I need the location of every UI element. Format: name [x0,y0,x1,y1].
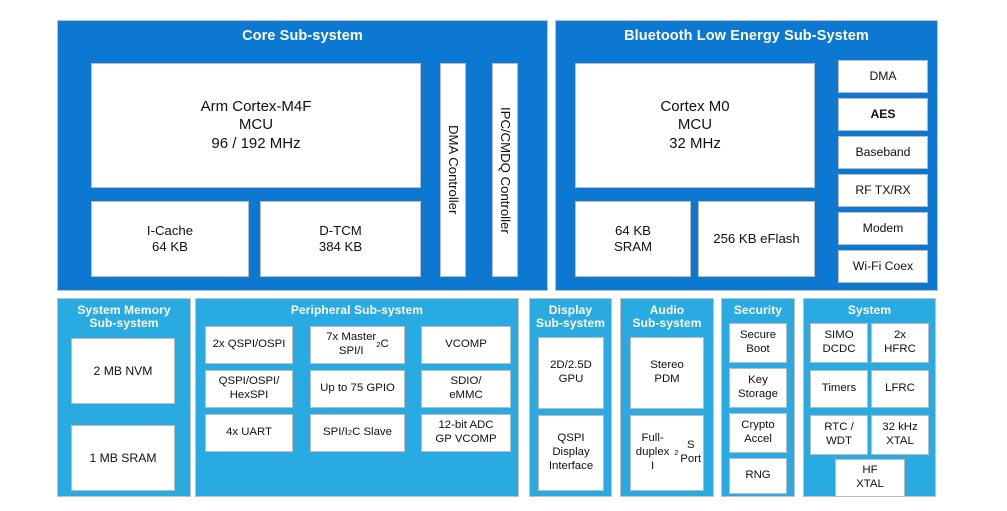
system-hfrc-block: 2x HFRC [871,323,929,363]
core-icache-block: I-Cache 64 KB [91,201,249,277]
peripheral-vcomp-block: VCOMP [421,326,511,364]
ble-aes-block: AES [838,98,928,131]
peripheral-uart-block: 4x UART [205,414,293,452]
display-qspi-interface-block: QSPI Display Interface [538,415,604,491]
dma-controller-label: DMA Controller [446,125,462,215]
peripheral-subsystem-title: Peripheral Sub-system [290,303,424,317]
ble-rf-txrx-block: RF TX/RX [838,174,928,207]
system-lfrc-block: LFRC [871,370,929,408]
system-timers-block: Timers [810,370,868,408]
core-mcu-block: Arm Cortex-M4F MCU 96 / 192 MHz [91,63,421,188]
ipc-cmdq-controller-label: IPC/CMDQ Controller [498,106,514,234]
peripheral-hexspi-block: QSPI/OSPI/HexSPI [205,370,293,408]
system-memory-nvm-block: 2 MB NVM [71,338,175,404]
core-subsystem-title: Core Sub-system [242,28,363,44]
system-simo-dcdc-block: SIMO DCDC [810,323,868,363]
ble-sram-block: 64 KB SRAM [575,201,691,277]
security-secure-boot-block: Secure Boot [729,323,787,363]
ble-subsystem-title: Bluetooth Low Energy Sub-System [624,28,869,44]
system-hf-xtal-block: HF XTAL [835,459,905,497]
audio-subsystem-title: Audio Sub-system [632,303,702,331]
dma-controller-block: DMA Controller [440,63,466,277]
system-32khz-xtal-block: 32 kHz XTAL [871,415,929,455]
peripheral-gpio-block: Up to 75 GPIO [310,370,405,408]
system-rtc-wdt-block: RTC / WDT [810,415,868,455]
system-memory-sram-block: 1 MB SRAM [71,425,175,491]
core-dtcm-block: D-TCM 384 KB [260,201,421,277]
display-gpu-block: 2D/2.5D GPU [538,337,604,409]
ble-mcu-block: Cortex M0 MCU 32 MHz [575,63,815,188]
ble-baseband-block: Baseband [838,136,928,169]
ble-eflash-block: 256 KB eFlash [698,201,815,277]
peripheral-qspi-ospi-block: 2x QSPI/OSPI [205,326,293,364]
system-memory-subsystem-title: System Memory Sub-system [77,303,171,331]
peripheral-sdio-emmc-block: SDIO/eMMC [421,370,511,408]
ble-modem-block: Modem [838,212,928,245]
security-rng-block: RNG [729,458,787,494]
security-title: Security [733,303,783,317]
ipc-cmdq-controller-block: IPC/CMDQ Controller [492,63,518,277]
system-title: System [847,303,892,317]
ble-dma-block: DMA [838,60,928,93]
ble-wifi-coex-block: Wi-Fi Coex [838,250,928,283]
security-key-storage-block: Key Storage [729,368,787,408]
security-crypto-accel-block: Crypto Accel [729,413,787,453]
display-subsystem-title: Display Sub-system [535,303,606,331]
